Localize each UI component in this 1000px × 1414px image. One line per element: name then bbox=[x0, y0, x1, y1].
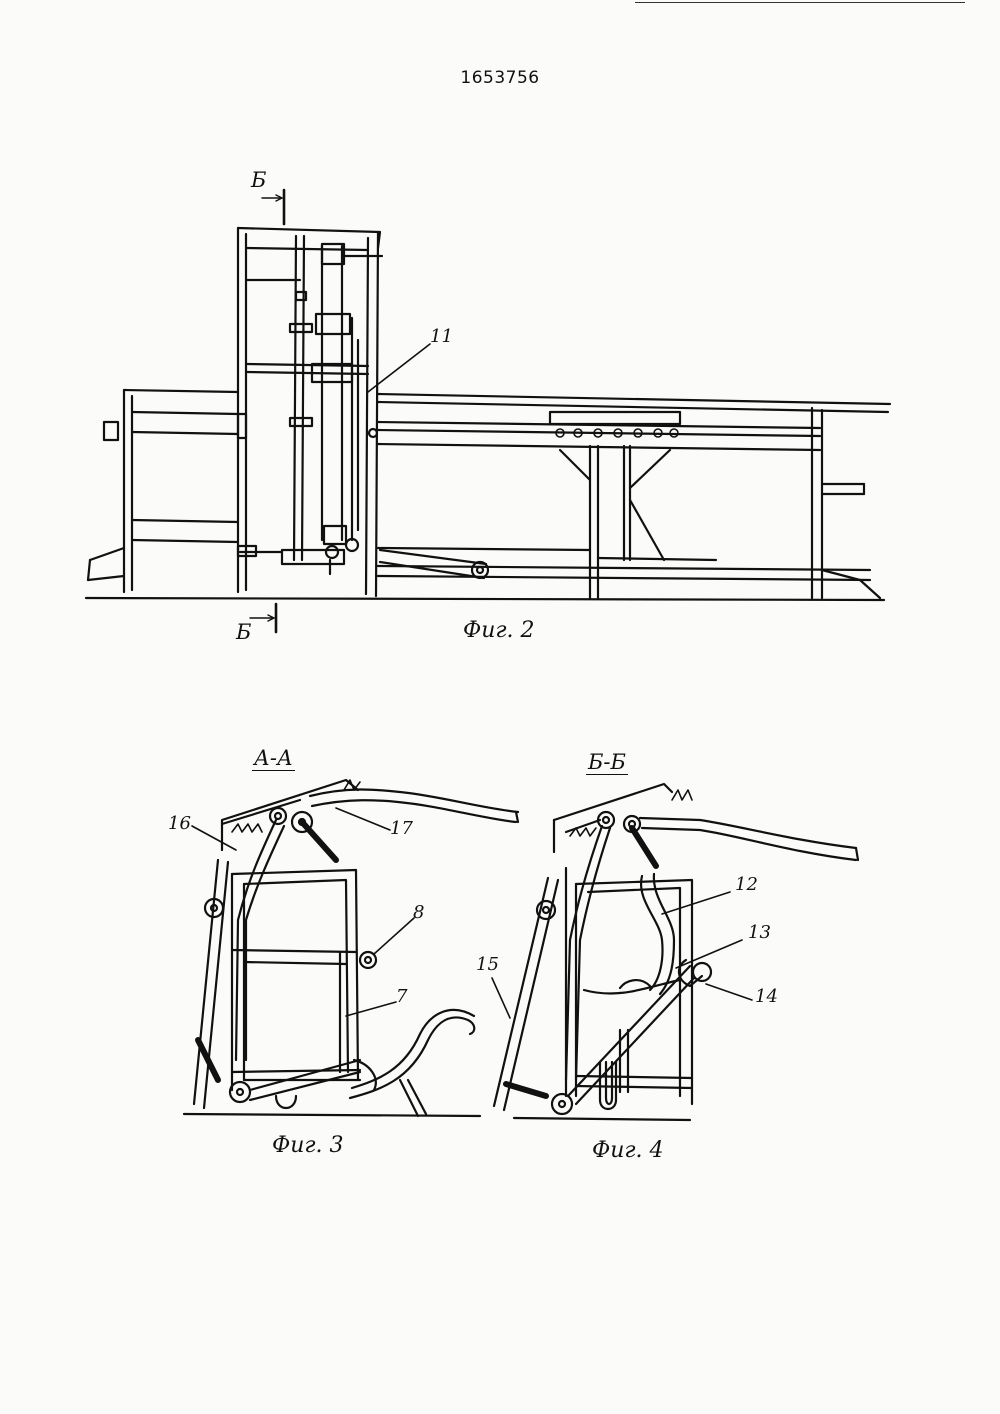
fig2-caption: Фиг. 2 bbox=[463, 618, 535, 643]
callout-15: 15 bbox=[476, 954, 499, 975]
section-mark-top: Б bbox=[251, 168, 267, 192]
fig2-drawing bbox=[84, 188, 892, 634]
callout-13: 13 bbox=[748, 922, 771, 943]
fig4-caption: Фиг. 4 bbox=[592, 1138, 664, 1163]
callout-11: 11 bbox=[430, 326, 453, 347]
callout-8: 8 bbox=[413, 902, 425, 923]
callout-7: 7 bbox=[396, 986, 408, 1007]
fig4-drawing bbox=[491, 782, 860, 1122]
document-number: 1653756 bbox=[460, 68, 540, 88]
callout-14: 14 bbox=[755, 986, 778, 1007]
callout-12: 12 bbox=[735, 874, 758, 895]
callout-17: 17 bbox=[390, 818, 413, 839]
top-border-line bbox=[635, 2, 965, 3]
fig3-caption: Фиг. 3 bbox=[272, 1133, 344, 1158]
section-title-aa: А-А bbox=[252, 746, 295, 771]
section-title-bb: Б-Б bbox=[586, 750, 628, 775]
section-mark-bottom: Б bbox=[236, 620, 252, 644]
fig3-drawing bbox=[182, 778, 520, 1118]
callout-16: 16 bbox=[168, 813, 191, 834]
